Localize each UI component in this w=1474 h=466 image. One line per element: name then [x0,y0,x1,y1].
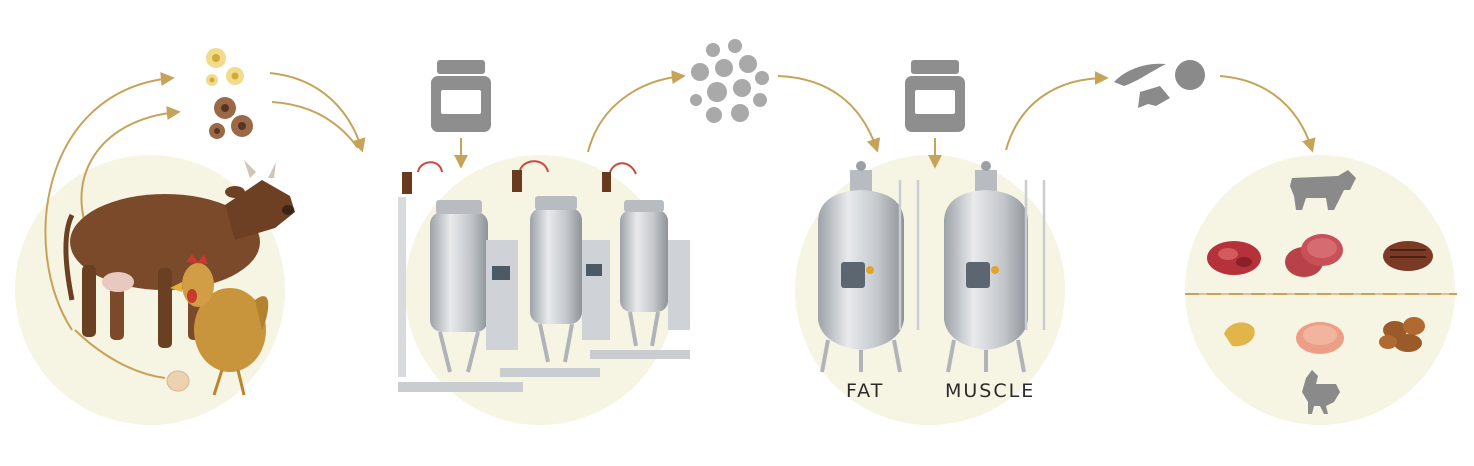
arrow-cells-to-bioreactor-2 [271,101,359,149]
brown-cells-icon [209,97,253,139]
fat-piece-icon [1224,322,1255,347]
cow-icon [63,160,295,348]
arrow-egg-to-cow [74,329,166,379]
arrow-tanks-to-differentiated [1005,71,1109,151]
grey-cells-icon [690,39,769,123]
arrow-cells-to-bioreactor-1 [269,72,366,153]
muscle-label: MUSCLE [945,380,1036,402]
tank-icon [818,161,1046,373]
flow-arrows [44,70,1316,379]
egg-icon [166,370,190,392]
chicken-icon [170,254,269,396]
chicken-nuggets-icon [1379,317,1425,352]
arrow-cells-to-tanks [777,75,881,153]
chicken-patty-icon [1296,322,1344,354]
products-circle [1185,155,1455,425]
arrow-cow-to-cells-1 [44,72,175,331]
fat-label: FAT [846,380,885,402]
burger-patty-icon [1285,234,1343,277]
yellow-cells-icon [206,48,244,86]
arrow-differentiated-to-products [1219,75,1316,153]
ground-meat-icon [1207,241,1261,275]
fat-cell-icon [1175,60,1205,90]
steak-icon [1383,241,1433,271]
media-jar-icon [431,60,491,132]
bioreactor-icon [398,160,690,392]
muscle-cell-icon [1114,63,1170,108]
media-jar-icon [905,60,965,132]
chicken-silhouette-icon [1302,370,1340,414]
cow-silhouette-icon [1290,170,1356,210]
arrow-bioreactor-to-cells [587,70,686,153]
